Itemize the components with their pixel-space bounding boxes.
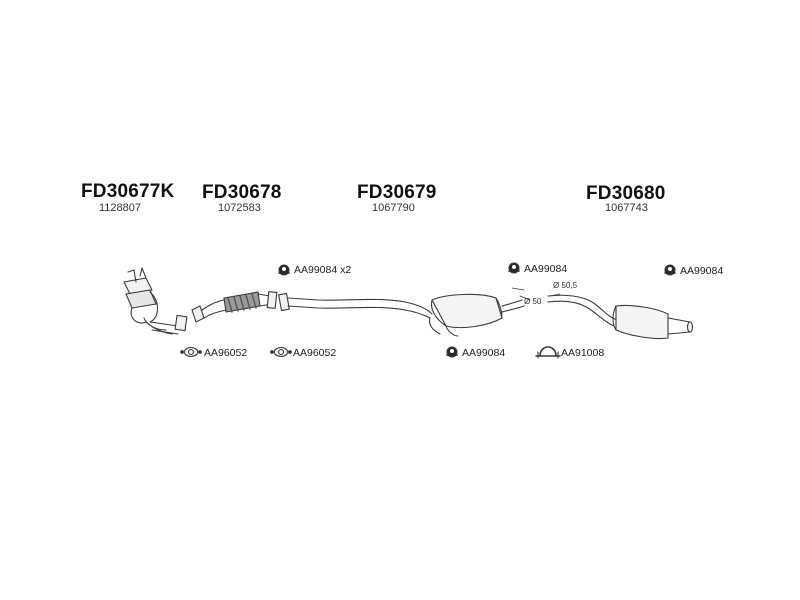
pipe-clamp-icon xyxy=(508,262,520,274)
dimension-label-50: Ø 50 xyxy=(524,297,542,306)
rear-silencer-part xyxy=(547,294,694,340)
manifold-catalyst-part xyxy=(123,267,188,335)
part-label-clamp-4: AA99084 xyxy=(462,347,506,359)
middle-silencer-part xyxy=(278,292,525,337)
group-oem-fd30677k: 1128807 xyxy=(99,202,142,214)
part-label-clamp-3: AA99084 xyxy=(680,265,724,277)
part-label-clamp-1: AA99084 x2 xyxy=(294,264,352,276)
pipe-clamp-icon xyxy=(278,264,290,276)
part-label-clamp-2: AA99084 xyxy=(524,263,568,275)
group-code-fd30678: FD30678 xyxy=(202,182,282,203)
group-code-fd30679: FD30679 xyxy=(357,182,437,203)
group-code-fd30677k: FD30677K xyxy=(81,181,175,202)
front-flex-pipe-part xyxy=(191,291,278,323)
part-label-gasket-1: AA96052 xyxy=(204,347,248,359)
group-code-fd30680: FD30680 xyxy=(586,183,666,204)
pipe-clamp-icon xyxy=(446,346,458,358)
flange-gasket-icon xyxy=(180,346,202,358)
dimension-label-50-5: Ø 50,5 xyxy=(553,281,578,290)
u-bolt-clamp-icon xyxy=(535,346,561,359)
pipe-clamp-icon xyxy=(664,264,676,276)
group-oem-fd30678: 1072583 xyxy=(218,202,261,214)
group-oem-fd30679: 1067790 xyxy=(372,202,415,214)
flange-gasket-icon xyxy=(270,346,292,358)
part-label-u-clamp: AA91008 xyxy=(561,347,605,359)
group-oem-fd30680: 1067743 xyxy=(605,202,648,214)
part-label-gasket-2: AA96052 xyxy=(293,347,337,359)
